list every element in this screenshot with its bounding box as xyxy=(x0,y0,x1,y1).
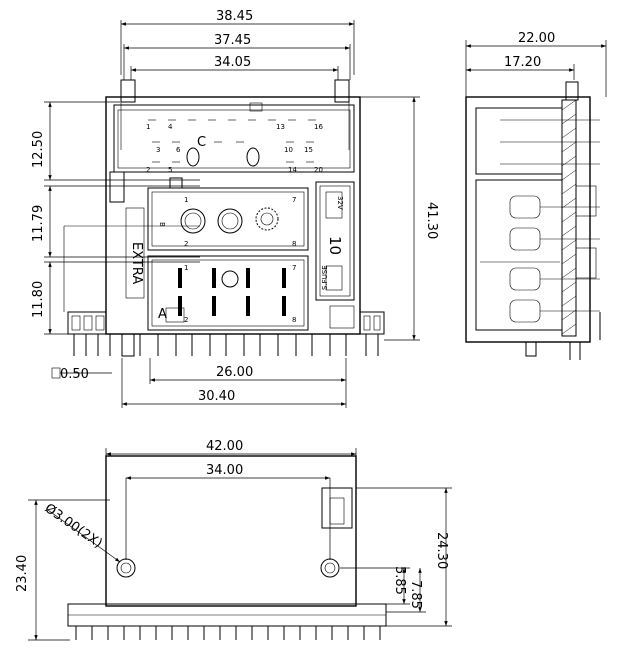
dim-34-05: 34.05 xyxy=(130,55,339,80)
c-pin-6: 6 xyxy=(176,146,181,154)
b-pin-7: 7 xyxy=(292,196,296,204)
c-pin-2: 2 xyxy=(146,166,150,174)
dim-38-45: 38.45 xyxy=(120,9,355,75)
svg-text:24.30: 24.30 xyxy=(434,532,449,569)
svg-text:42.00: 42.00 xyxy=(206,439,243,454)
b-pin-1: 1 xyxy=(184,196,188,204)
b-screw-right xyxy=(255,207,279,231)
c-block-pin-slots xyxy=(148,119,316,163)
c-pin-16: 16 xyxy=(314,123,323,131)
side-terminals xyxy=(475,107,600,331)
svg-text:34.05: 34.05 xyxy=(214,55,251,70)
locating-peg xyxy=(121,333,135,357)
a-pin-7: 7 xyxy=(292,264,296,272)
c-pin-4: 4 xyxy=(168,123,173,131)
mounting-hole-right xyxy=(320,558,340,578)
left-pin-block xyxy=(67,311,107,335)
c-key-hole-right xyxy=(246,147,260,167)
svg-text:23.40: 23.40 xyxy=(15,555,30,592)
b-screw-left xyxy=(180,208,206,234)
b-screw-middle xyxy=(217,208,243,234)
a-pin-1: 1 xyxy=(184,264,188,272)
svg-text:30.40: 30.40 xyxy=(198,389,235,404)
dim-hole-diameter: Ø3.00(2X) xyxy=(42,501,121,563)
c-pin-3: 3 xyxy=(156,146,160,154)
bottom-solder-pins xyxy=(75,626,381,640)
dim-23-40: 23.40 xyxy=(15,499,110,641)
dim-24-30: 24.30 xyxy=(356,487,452,627)
side-wall-hatch xyxy=(561,99,577,337)
svg-text:0.50: 0.50 xyxy=(60,367,89,382)
b-pin-8: 8 xyxy=(292,240,296,248)
svg-text:11.80: 11.80 xyxy=(31,281,46,318)
svg-text:11.79: 11.79 xyxy=(31,205,46,242)
fuse-voltage: 32V xyxy=(336,196,344,210)
side-pins xyxy=(569,312,601,360)
c-pin-5: 5 xyxy=(168,166,172,174)
top-latch-left xyxy=(120,79,136,103)
connector-block-c xyxy=(113,104,355,173)
dim-26-00: 26.00 xyxy=(149,358,347,384)
block-label-a: A xyxy=(158,307,167,322)
a-pin-2: 2 xyxy=(184,316,188,324)
dim-7-85: 7.85 xyxy=(386,568,426,613)
block-label-b: B xyxy=(158,222,166,227)
svg-text:12.50: 12.50 xyxy=(31,131,46,168)
fuse-holder xyxy=(315,181,355,301)
c-pin-20: 20 xyxy=(314,166,323,174)
dim-34-00: 34.00 xyxy=(125,463,331,560)
svg-text:17.20: 17.20 xyxy=(504,55,541,70)
front-body-outline xyxy=(105,96,361,335)
svg-text:7.85: 7.85 xyxy=(408,580,423,609)
svg-text:26.00: 26.00 xyxy=(216,365,253,380)
bottom-body-outline xyxy=(105,455,357,607)
dim-30-40: 30.40 xyxy=(121,358,347,408)
front-solder-pins xyxy=(73,334,379,356)
right-pin-block xyxy=(359,311,385,335)
dim-37-45: 37.45 xyxy=(123,33,351,80)
c-pin-13: 13 xyxy=(276,123,285,131)
svg-text:37.45: 37.45 xyxy=(214,33,251,48)
side-view: 22.00 17.20 xyxy=(465,31,607,360)
brand-label: EXTRA xyxy=(129,242,144,284)
c-pin-14: 14 xyxy=(288,166,297,174)
dim-41-30: 41.30 xyxy=(360,96,439,341)
svg-text:Ø3.00(2X): Ø3.00(2X) xyxy=(42,501,105,551)
dim-5-85: 5.85 xyxy=(340,566,410,605)
c-pin-1: 1 xyxy=(146,123,150,131)
c-key-hole-left xyxy=(186,147,200,167)
c-pin-10: 10 xyxy=(284,146,293,154)
a-block-terminals xyxy=(178,268,286,316)
dim-42-00: 42.00 xyxy=(105,439,357,488)
dim-11-80: 11.80 xyxy=(31,261,200,335)
a-key-hole xyxy=(221,270,239,288)
svg-text:34.00: 34.00 xyxy=(206,463,243,478)
dim-12-50: 12.50 xyxy=(31,101,200,181)
svg-text:41.30: 41.30 xyxy=(424,202,439,239)
svg-text:5.85: 5.85 xyxy=(392,566,407,595)
connector-block-a xyxy=(147,255,309,331)
side-body-outline xyxy=(465,96,591,343)
dim-17-20: 17.20 xyxy=(466,55,575,80)
dim-0-50: 0.50 xyxy=(51,367,112,382)
svg-text:22.00: 22.00 xyxy=(518,31,555,46)
front-view: 1 4 13 16 C 3 6 10 15 2 5 14 20 B 1 7 2 … xyxy=(31,9,439,408)
c-pin-15: 15 xyxy=(304,146,313,154)
b-pin-2: 2 xyxy=(184,240,188,248)
fuse-rating: 10 xyxy=(326,236,344,255)
bottom-pin-row xyxy=(67,603,387,627)
a-pin-8: 8 xyxy=(292,316,296,324)
top-latch-right xyxy=(334,79,350,103)
bottom-view: 42.00 34.00 Ø3.00(2X) 23.40 24.30 xyxy=(15,439,452,641)
connector-block-b xyxy=(147,187,309,251)
fuse-type: S.FUSE xyxy=(321,265,329,290)
svg-text:38.45: 38.45 xyxy=(216,9,253,24)
block-label-c: C xyxy=(197,135,206,150)
dim-11-79: 11.79 xyxy=(31,185,200,258)
